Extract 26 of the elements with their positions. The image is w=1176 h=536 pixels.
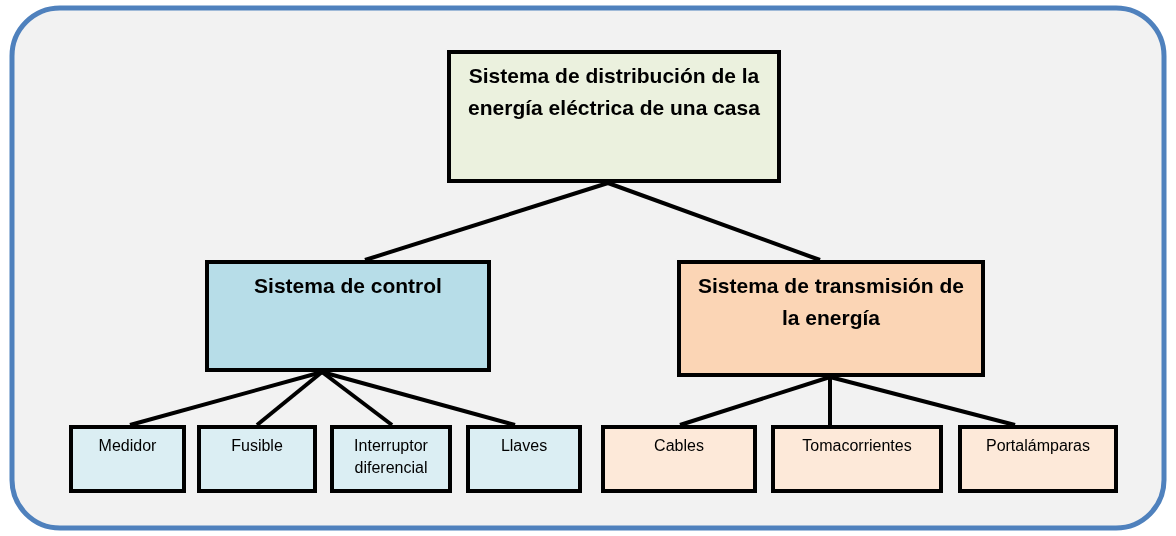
box-label: Sistema de control	[253, 273, 443, 299]
category-box	[197, 425, 317, 493]
box-label: Sistema de distribución de la energía eléctrica de una casa	[467, 63, 761, 121]
category-box	[69, 425, 186, 493]
box-label: Medidor	[97, 436, 158, 456]
box-label: Cables	[653, 436, 705, 456]
box-label: Tomacorrientes	[801, 436, 913, 456]
connector-line	[828, 377, 832, 425]
box-label: Portalámparas	[984, 436, 1091, 456]
connector-line	[364, 181, 609, 262]
connector-line	[321, 370, 516, 427]
connector-line	[829, 375, 1016, 427]
box-label: Sistema de transmisión de la energía	[696, 273, 966, 331]
category-box	[601, 425, 757, 493]
category-box	[677, 260, 985, 377]
category-box	[205, 260, 491, 372]
box-label: Llaves	[499, 436, 549, 456]
connector-line	[679, 375, 831, 427]
box-label: Fusible	[230, 436, 284, 456]
category-box	[447, 50, 781, 183]
category-box	[958, 425, 1118, 493]
box-label: Interruptor diferencial	[353, 436, 429, 478]
category-box	[466, 425, 582, 493]
connector-line	[607, 181, 821, 262]
category-box	[330, 425, 452, 493]
category-box	[771, 425, 943, 493]
